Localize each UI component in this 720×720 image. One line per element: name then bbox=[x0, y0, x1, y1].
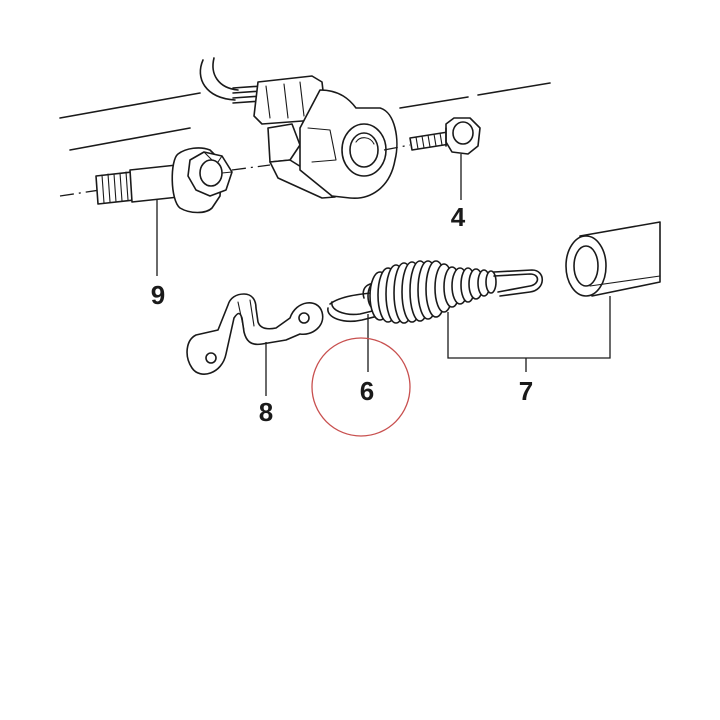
callout-part-7: 7 bbox=[519, 376, 533, 406]
bolt-part-4 bbox=[383, 117, 481, 155]
leader-7 bbox=[447, 296, 611, 372]
tube-part-7 bbox=[565, 221, 661, 297]
bracket-plate-part-8 bbox=[186, 293, 324, 375]
body-frame-lines bbox=[59, 82, 551, 151]
sensor-bracket bbox=[253, 75, 398, 199]
leader-lines bbox=[156, 154, 611, 396]
spring-coil-part-7 bbox=[369, 260, 544, 324]
highlight-circle-part-6 bbox=[311, 337, 411, 437]
callout-part-6: 6 bbox=[360, 376, 374, 406]
callout-part-8: 8 bbox=[259, 397, 273, 427]
callout-part-9: 9 bbox=[151, 280, 165, 310]
callout-part-4: 4 bbox=[451, 202, 466, 232]
stud-bolt-part-9 bbox=[59, 147, 271, 214]
sensor-cable bbox=[199, 57, 263, 104]
